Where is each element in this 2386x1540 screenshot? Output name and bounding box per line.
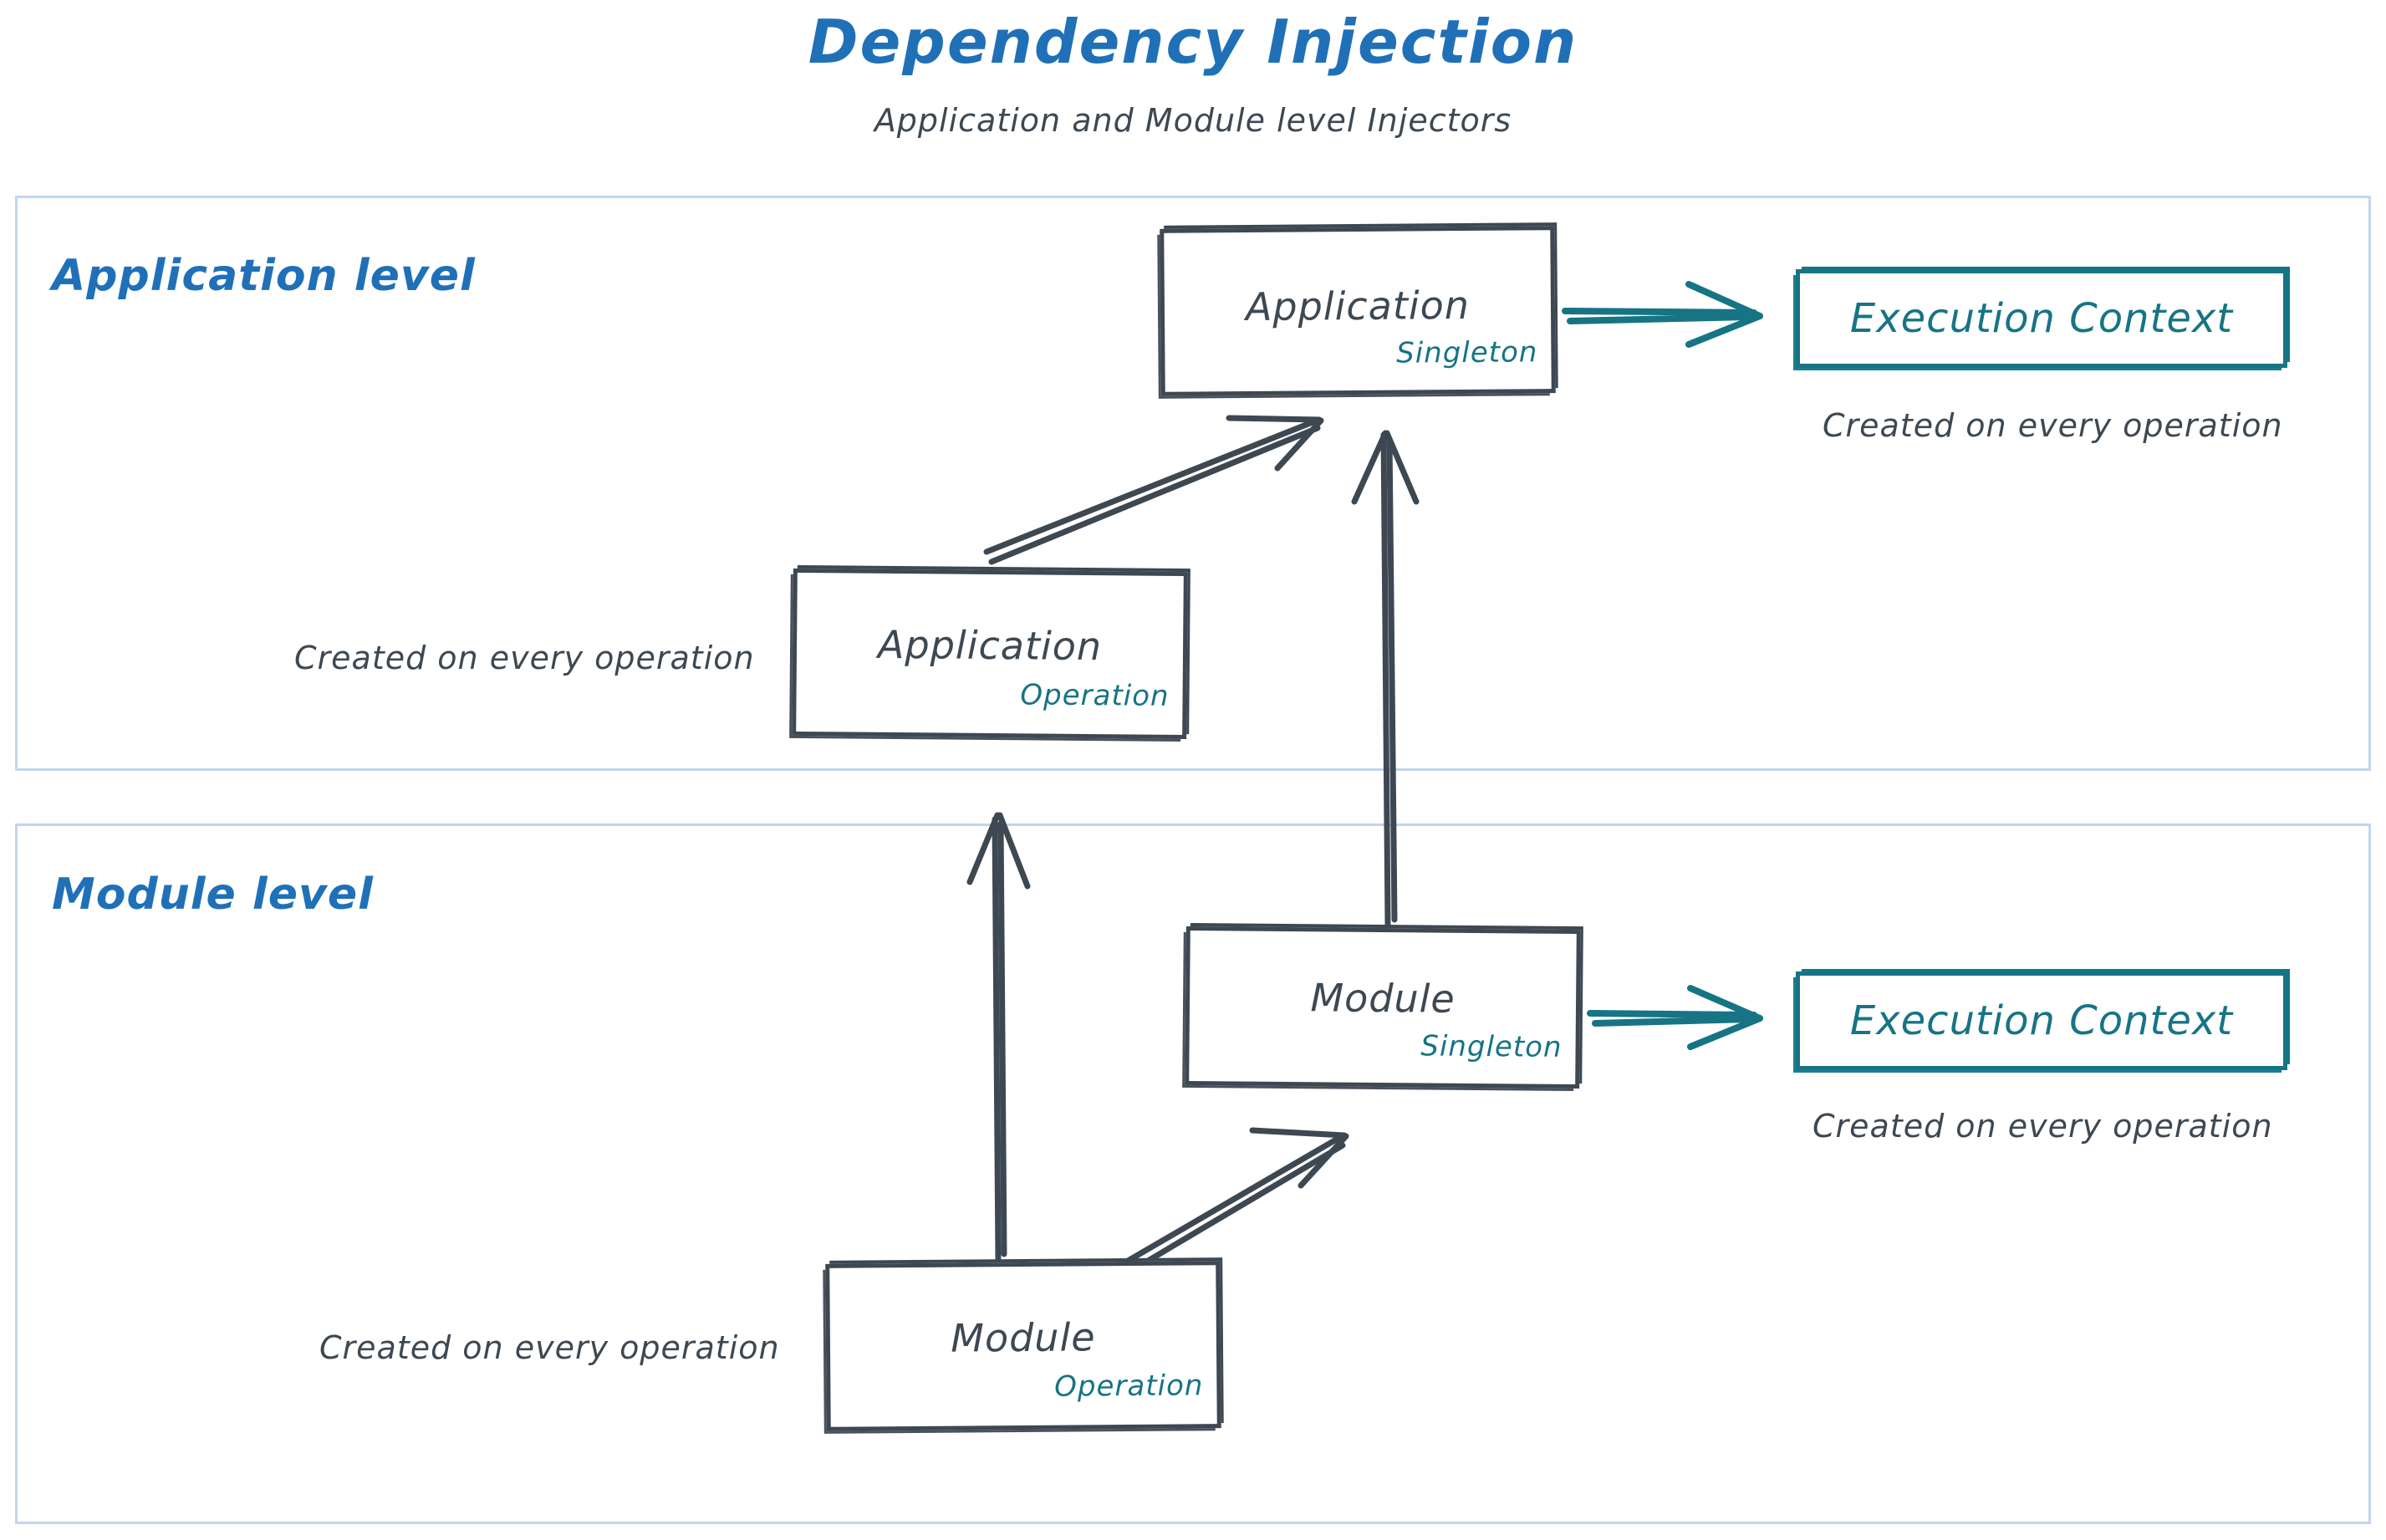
node-scope-badge: Singleton	[1420, 1029, 1563, 1064]
node-title: Module	[951, 1314, 1096, 1361]
level-container-module	[15, 824, 2371, 1524]
node-title: Application	[877, 621, 1103, 670]
node-title: Application	[1245, 282, 1471, 330]
page-subtitle: Application and Module level Injectors	[874, 102, 1512, 139]
node-execution-context-module[interactable]: Execution Context	[1796, 971, 2287, 1070]
node-application-operation[interactable]: Application Operation	[792, 568, 1188, 740]
level-label-application: Application level	[52, 251, 476, 301]
node-scope-badge: Singleton	[1396, 335, 1538, 370]
execution-context-label: Execution Context	[1849, 997, 2234, 1044]
caption-execution-context-application: Created on every operation	[1823, 407, 2283, 444]
node-scope-badge: Operation	[1020, 678, 1170, 713]
node-module-singleton[interactable]: Module Singleton	[1185, 926, 1581, 1089]
node-execution-context-application[interactable]: Execution Context	[1796, 269, 2287, 368]
node-application-singleton[interactable]: Application Singleton	[1160, 226, 1556, 396]
execution-context-label: Execution Context	[1849, 295, 2234, 342]
caption-application-operation: Created on every operation	[294, 640, 755, 676]
node-scope-badge: Operation	[1054, 1369, 1204, 1404]
level-label-module: Module level	[52, 869, 374, 920]
node-title: Module	[1310, 975, 1456, 1022]
page-title: Dependency Injection	[808, 7, 1578, 77]
caption-execution-context-module: Created on every operation	[1812, 1108, 2273, 1145]
node-module-operation[interactable]: Module Operation	[825, 1261, 1221, 1431]
caption-module-operation: Created on every operation	[319, 1329, 780, 1366]
level-container-application	[15, 196, 2371, 771]
